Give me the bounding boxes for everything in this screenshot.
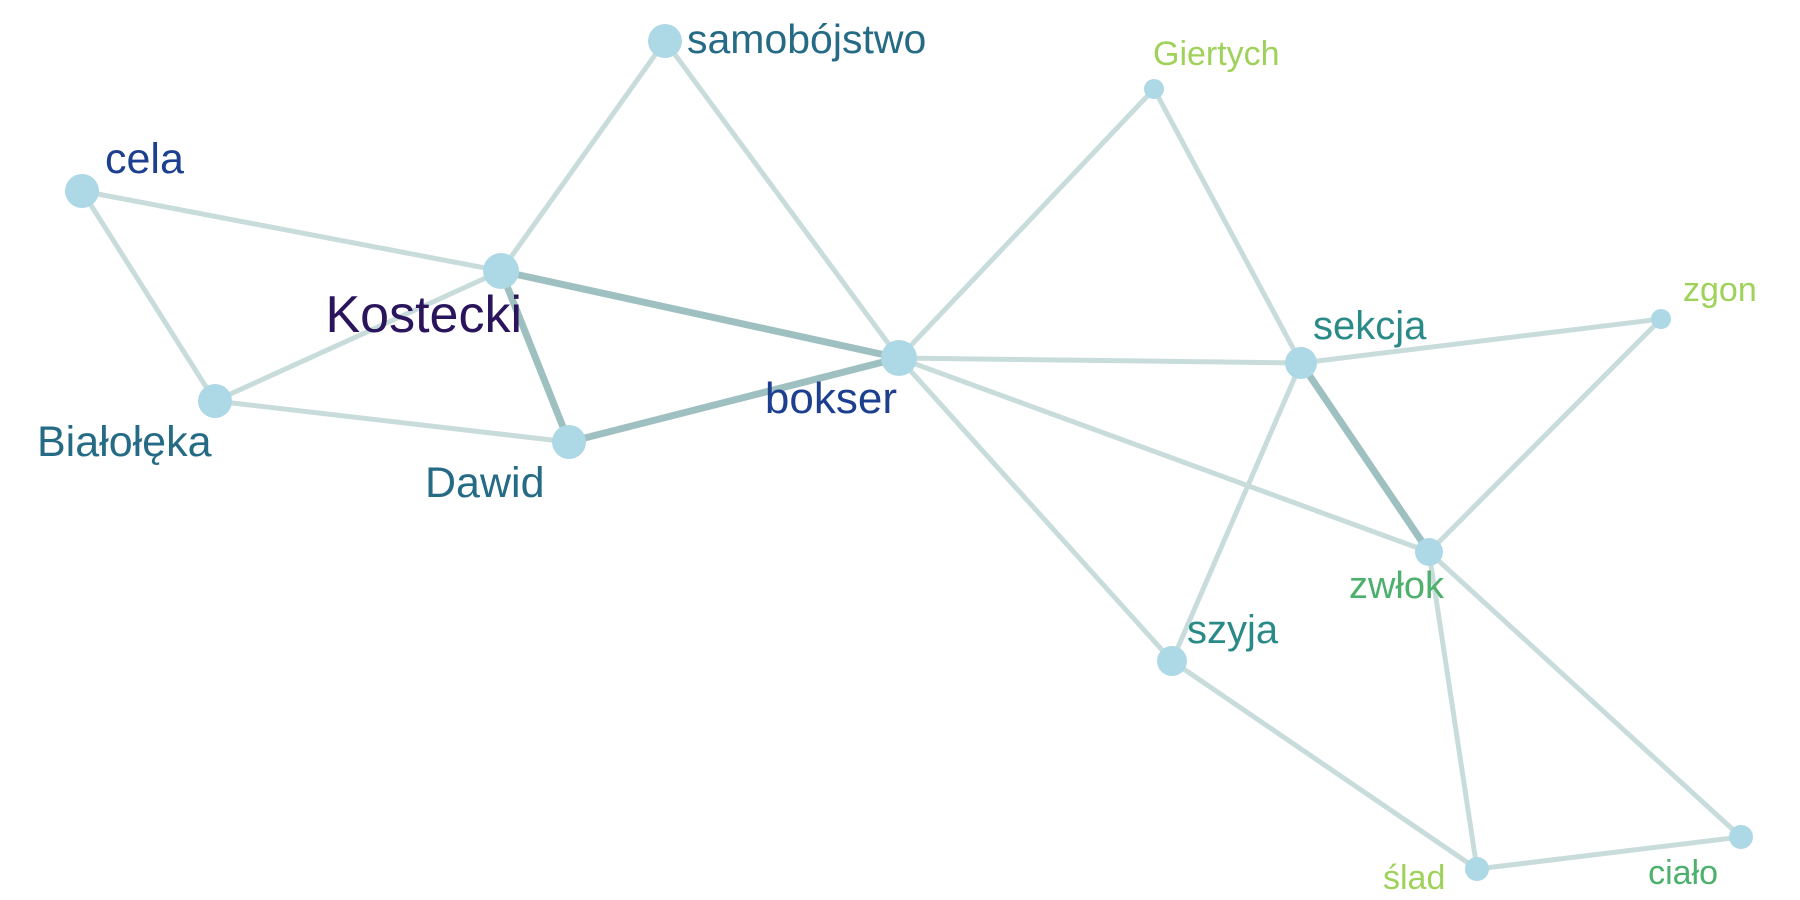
node-kostecki[interactable] (483, 253, 519, 289)
node-zgon[interactable] (1651, 309, 1671, 329)
edges-layer (79, 39, 1743, 872)
node-cela[interactable] (65, 174, 99, 208)
edge-kostecki-bokser (500, 267, 900, 362)
node-dawid[interactable] (552, 425, 586, 459)
edge-sekcja-zwlok (1298, 361, 1432, 554)
node-label-zwlok: zwłok (1349, 565, 1445, 607)
node-label-bialoleka: Białołęka (37, 418, 212, 466)
node-zwlok[interactable] (1415, 538, 1443, 566)
edge-bialoleka-dawid (214, 398, 570, 445)
node-slad[interactable] (1465, 857, 1489, 881)
edge-dawid-bokser (568, 354, 900, 446)
node-label-kostecki: Kostecki (325, 286, 522, 344)
edge-zwlok-cialo (1427, 550, 1743, 839)
edge-bokser-szyja (897, 356, 1174, 663)
edge-sekcja-szyja (1169, 362, 1304, 662)
node-label-giertych: Giertych (1153, 35, 1280, 73)
node-label-szyja: szyja (1187, 608, 1279, 652)
edge-giertych-sekcja (1151, 87, 1304, 365)
node-bialoleka[interactable] (198, 384, 232, 418)
edge-szyja-slad (1170, 658, 1479, 872)
node-bokser[interactable] (881, 340, 917, 376)
edge-zgon-zwlok (1427, 317, 1663, 554)
node-label-cela: cela (105, 135, 184, 183)
node-label-samobojstwo: samobójstwo (687, 16, 926, 62)
edge-bokser-giertych (897, 87, 1156, 360)
node-label-cialo: ciało (1648, 854, 1718, 892)
edge-bokser-zwlok (898, 355, 1430, 555)
edge-slad-cialo (1476, 834, 1742, 872)
edge-samobojstwo-bokser (662, 39, 902, 360)
edge-bialoleka-kostecki (213, 268, 503, 404)
node-label-sekcja: sekcja (1313, 304, 1427, 348)
edge-sekcja-zgon (1300, 316, 1662, 366)
edge-zwlok-slad (1426, 551, 1480, 870)
edge-kostecki-samobojstwo (498, 39, 668, 273)
node-samobojstwo[interactable] (648, 24, 682, 58)
edge-kostecki-dawid (497, 269, 573, 444)
node-label-slad: ślad (1383, 859, 1445, 897)
node-label-bokser: bokser (765, 374, 897, 423)
edge-cela-kostecki (81, 188, 502, 274)
node-szyja[interactable] (1157, 646, 1187, 676)
node-giertych[interactable] (1144, 79, 1164, 99)
node-sekcja[interactable] (1285, 347, 1317, 379)
node-label-zgon: zgon (1683, 271, 1757, 309)
node-label-dawid: Dawid (425, 459, 545, 507)
nodes-layer (65, 24, 1753, 881)
edge-cela-bialoleka (79, 189, 218, 403)
edge-bokser-sekcja (898, 355, 1302, 366)
node-cialo[interactable] (1729, 825, 1753, 849)
